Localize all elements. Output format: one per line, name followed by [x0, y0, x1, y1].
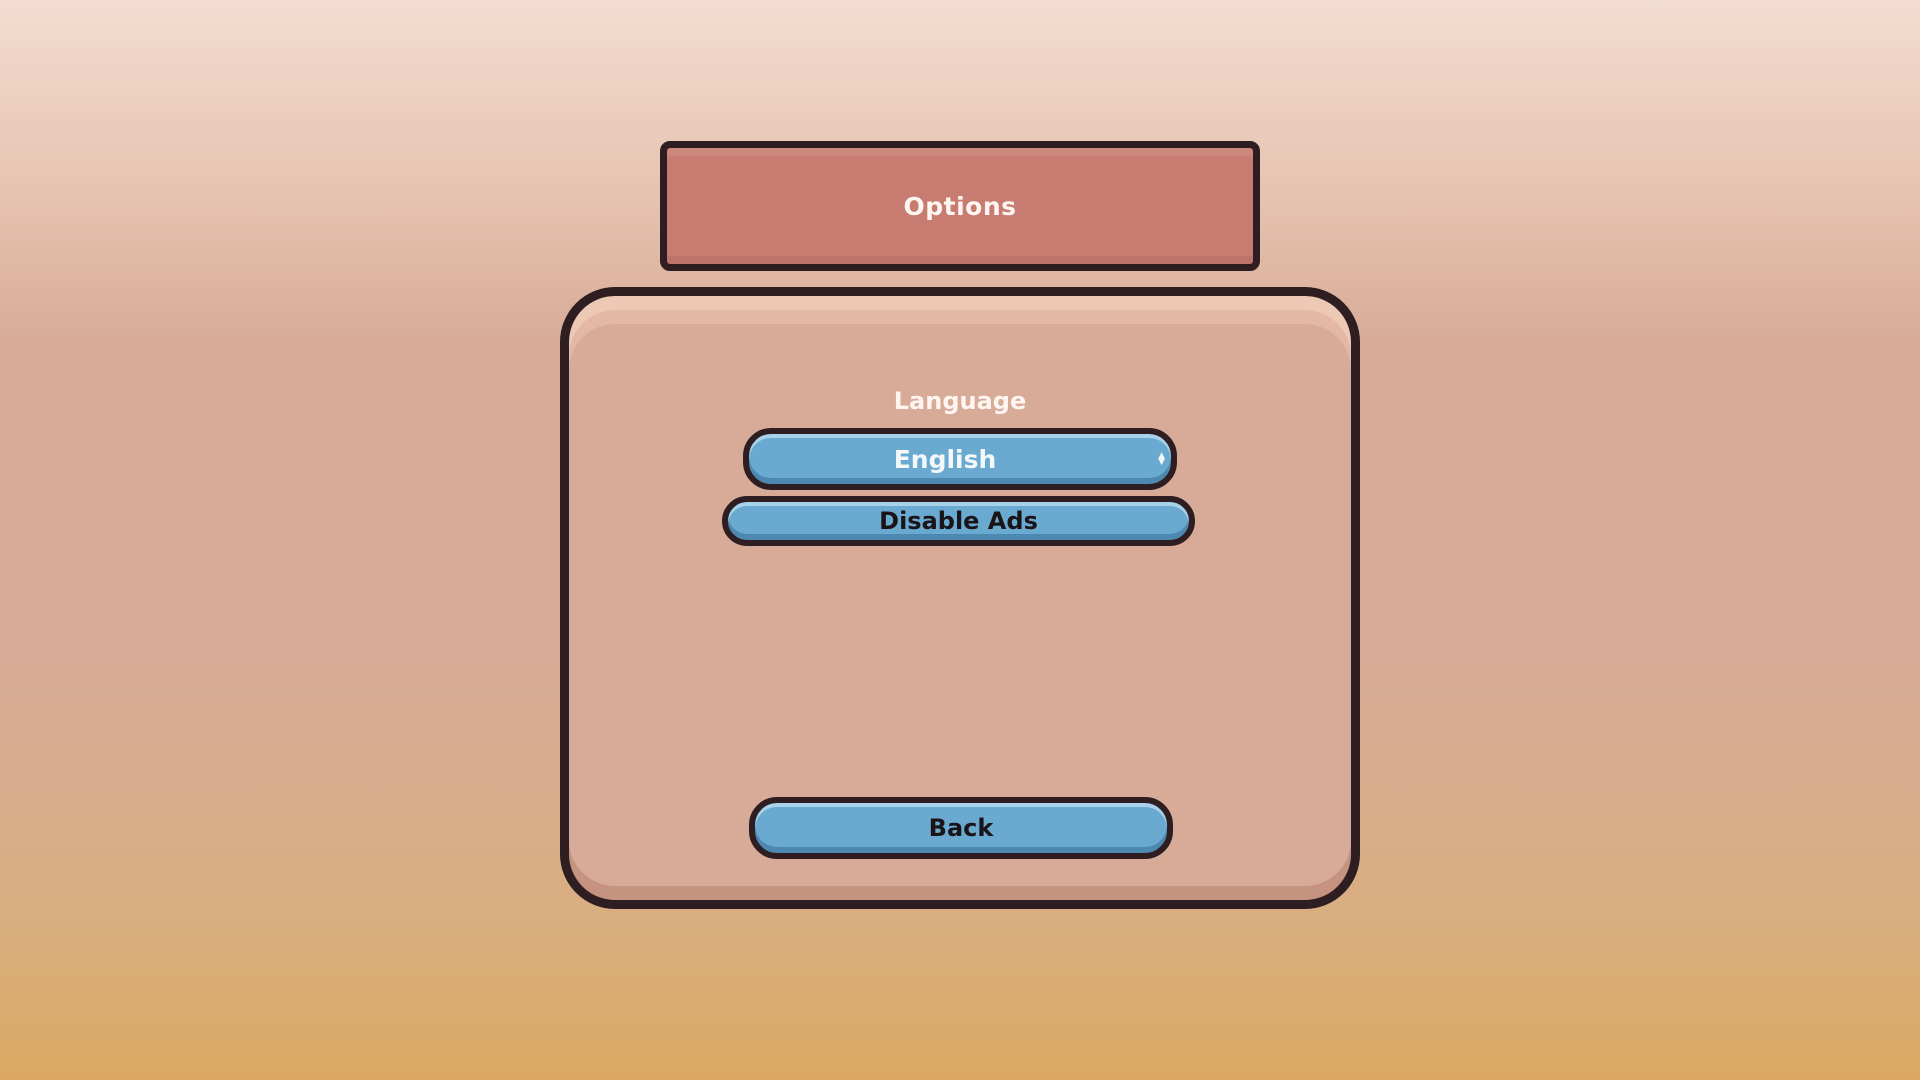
- back-label: Back: [928, 814, 994, 842]
- disable-ads-button[interactable]: Disable Ads: [722, 496, 1195, 546]
- language-select-value: English: [893, 444, 997, 474]
- language-label: Language: [893, 387, 1027, 415]
- disable-ads-label: Disable Ads: [879, 507, 1038, 535]
- page-title: Options: [903, 191, 1017, 221]
- title-plaque: Options: [660, 141, 1260, 271]
- back-button[interactable]: Back: [749, 797, 1173, 859]
- language-select[interactable]: English ▲▼: [743, 428, 1177, 490]
- up-down-chevron-icon: ▲▼: [1158, 451, 1165, 467]
